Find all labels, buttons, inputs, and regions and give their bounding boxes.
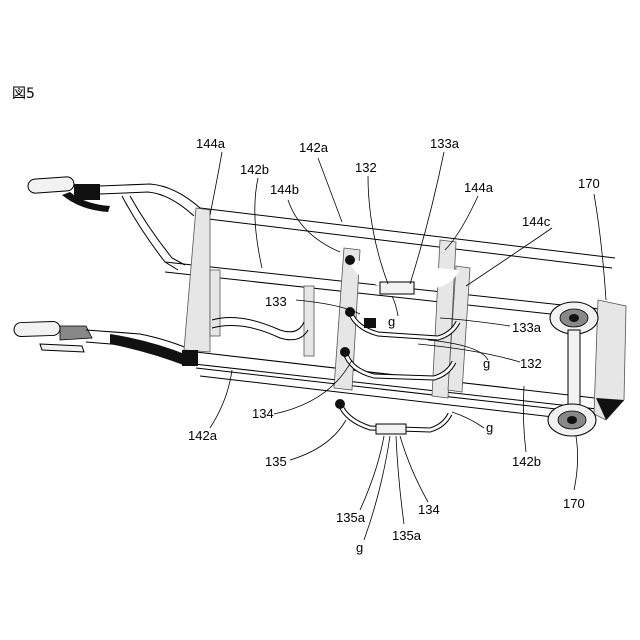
upper-handle-tube bbox=[100, 184, 206, 214]
label-170-top: 170 bbox=[578, 176, 600, 191]
label-134-bottom: 134 bbox=[418, 502, 440, 517]
hook-pair-135 bbox=[335, 399, 450, 434]
label-144b: 144b bbox=[270, 182, 299, 197]
wheel-170-lower bbox=[548, 404, 596, 436]
label-133a-top: 133a bbox=[430, 136, 460, 151]
band-144a-left bbox=[184, 208, 210, 352]
label-144a-top-left: 144a bbox=[196, 136, 226, 151]
figure-number: 図5 bbox=[12, 86, 35, 102]
lower-handle-grip bbox=[14, 321, 60, 337]
wheel-170-upper bbox=[550, 302, 598, 334]
label-133a-mid: 133a bbox=[512, 320, 542, 335]
label-g-top: g bbox=[388, 314, 395, 329]
label-142b-bottom: 142b bbox=[512, 454, 541, 469]
label-133: 133 bbox=[265, 294, 287, 309]
label-142a-bottom: 142a bbox=[188, 428, 218, 443]
label-g-right: g bbox=[486, 420, 493, 435]
label-134-left: 134 bbox=[252, 406, 274, 421]
lock-lever bbox=[60, 326, 92, 340]
label-142a-top: 142a bbox=[299, 140, 329, 155]
upper-rail-142a bbox=[200, 208, 615, 258]
label-135a-bottom: 135a bbox=[392, 528, 422, 543]
label-144a-top-right: 144a bbox=[464, 180, 494, 195]
reference-labels: 144a 142a 142b 144b 132 133a 144a 170 14… bbox=[188, 136, 600, 555]
label-135a-left: 135a bbox=[336, 510, 366, 525]
label-132-top: 132 bbox=[355, 160, 377, 175]
label-135: 135 bbox=[265, 454, 287, 469]
label-142b-top: 142b bbox=[240, 162, 269, 177]
label-g-bottom: g bbox=[356, 540, 363, 555]
label-132-mid: 132 bbox=[520, 356, 542, 371]
leader-lines bbox=[210, 152, 606, 540]
upper-handle-grip bbox=[28, 176, 75, 193]
label-144c: 144c bbox=[522, 214, 551, 229]
label-g-mid: g bbox=[483, 356, 490, 371]
label-170-bottom: 170 bbox=[563, 496, 585, 511]
